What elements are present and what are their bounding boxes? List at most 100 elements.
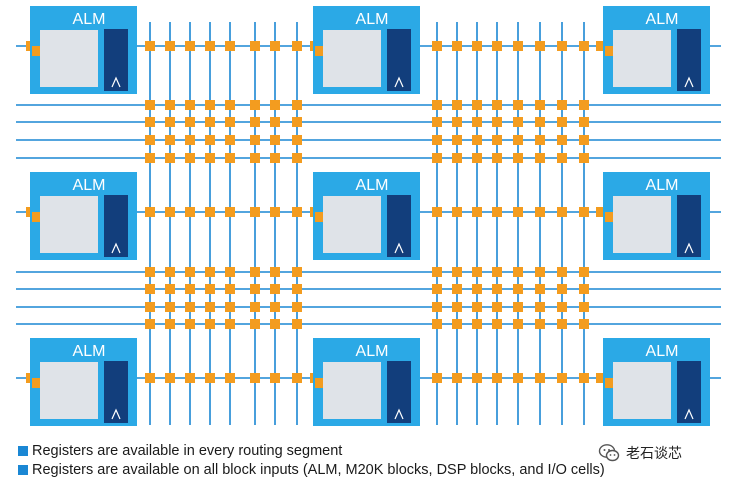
wechat-icon <box>598 444 620 462</box>
legend-marker <box>18 446 28 456</box>
routing-register <box>292 41 302 51</box>
clock-symbol-icon <box>684 242 694 254</box>
routing-register <box>205 373 215 383</box>
routing-register <box>145 267 155 277</box>
routing-register <box>557 135 567 145</box>
routing-register <box>205 319 215 329</box>
routing-register <box>145 117 155 127</box>
routing-register <box>225 284 235 294</box>
routing-register <box>579 319 589 329</box>
routing-register <box>557 207 567 217</box>
routing-register <box>225 319 235 329</box>
routing-register <box>185 302 195 312</box>
routing-register <box>513 319 523 329</box>
alm-register <box>677 29 701 91</box>
routing-register <box>579 135 589 145</box>
routing-register <box>250 41 260 51</box>
routing-register <box>535 41 545 51</box>
routing-register <box>225 41 235 51</box>
routing-register <box>185 284 195 294</box>
routing-register <box>205 135 215 145</box>
alm-register <box>677 361 701 423</box>
routing-register <box>492 302 502 312</box>
routing-register <box>557 284 567 294</box>
routing-register <box>205 117 215 127</box>
routing-register <box>452 41 462 51</box>
routing-register <box>225 267 235 277</box>
routing-register <box>250 153 260 163</box>
alm-blocks: ALM ALM ALM ALM ALM ALM ALM ALM ALM <box>30 6 710 426</box>
watermark: 老石谈芯 <box>598 442 682 464</box>
routing-register <box>185 135 195 145</box>
routing-register <box>452 373 462 383</box>
routing-register <box>145 373 155 383</box>
routing-register <box>535 207 545 217</box>
routing-register <box>165 135 175 145</box>
routing-register <box>250 207 260 217</box>
routing-register <box>292 267 302 277</box>
routing-fabric-diagram: ALM ALM ALM ALM ALM ALM ALM ALM ALM <box>16 6 721 426</box>
routing-register <box>432 117 442 127</box>
alm-block: ALM <box>313 6 420 94</box>
routing-register <box>250 284 260 294</box>
legend-marker <box>18 465 28 475</box>
alm-label: ALM <box>646 343 679 360</box>
routing-register <box>513 100 523 110</box>
routing-register <box>579 100 589 110</box>
routing-register <box>513 135 523 145</box>
routing-register <box>452 135 462 145</box>
routing-register <box>292 319 302 329</box>
routing-register <box>185 153 195 163</box>
alm-input-register <box>32 378 40 388</box>
routing-register <box>205 41 215 51</box>
routing-register <box>250 135 260 145</box>
routing-register <box>145 207 155 217</box>
routing-register <box>579 284 589 294</box>
routing-register <box>535 319 545 329</box>
alm-register <box>104 195 128 257</box>
alm-label: ALM <box>356 177 389 194</box>
routing-register <box>185 100 195 110</box>
routing-register <box>472 117 482 127</box>
routing-register <box>513 153 523 163</box>
legend-text-routing: Registers are available in every routing… <box>32 443 343 459</box>
routing-register <box>205 267 215 277</box>
routing-register <box>432 284 442 294</box>
alm-label: ALM <box>73 177 106 194</box>
routing-register <box>205 153 215 163</box>
routing-register <box>535 100 545 110</box>
routing-register <box>145 153 155 163</box>
watermark-text: 老石谈芯 <box>626 446 682 462</box>
routing-register <box>165 284 175 294</box>
alm-input-register <box>605 378 613 388</box>
routing-register <box>557 373 567 383</box>
routing-register <box>292 153 302 163</box>
routing-register <box>185 117 195 127</box>
legend-item-routing: Registers are available in every routing… <box>18 443 342 459</box>
routing-register <box>535 284 545 294</box>
routing-register <box>535 135 545 145</box>
routing-register <box>432 41 442 51</box>
alm-label: ALM <box>73 343 106 360</box>
routing-register <box>270 319 280 329</box>
routing-register <box>452 284 462 294</box>
routing-register <box>270 135 280 145</box>
routing-register <box>432 319 442 329</box>
routing-register <box>165 267 175 277</box>
routing-register <box>596 207 606 217</box>
alm-block: ALM <box>603 6 710 94</box>
routing-register <box>205 302 215 312</box>
alm-label: ALM <box>646 177 679 194</box>
routing-register <box>596 41 606 51</box>
alm-lut <box>323 362 381 419</box>
alm-block: ALM <box>313 338 420 426</box>
alm-lut <box>613 196 671 253</box>
alm-label: ALM <box>73 11 106 28</box>
clock-symbol-icon <box>684 76 694 88</box>
routing-register <box>535 267 545 277</box>
routing-register <box>145 302 155 312</box>
routing-register <box>452 153 462 163</box>
alm-input-register <box>605 46 613 56</box>
routing-register <box>472 267 482 277</box>
routing-register <box>432 135 442 145</box>
